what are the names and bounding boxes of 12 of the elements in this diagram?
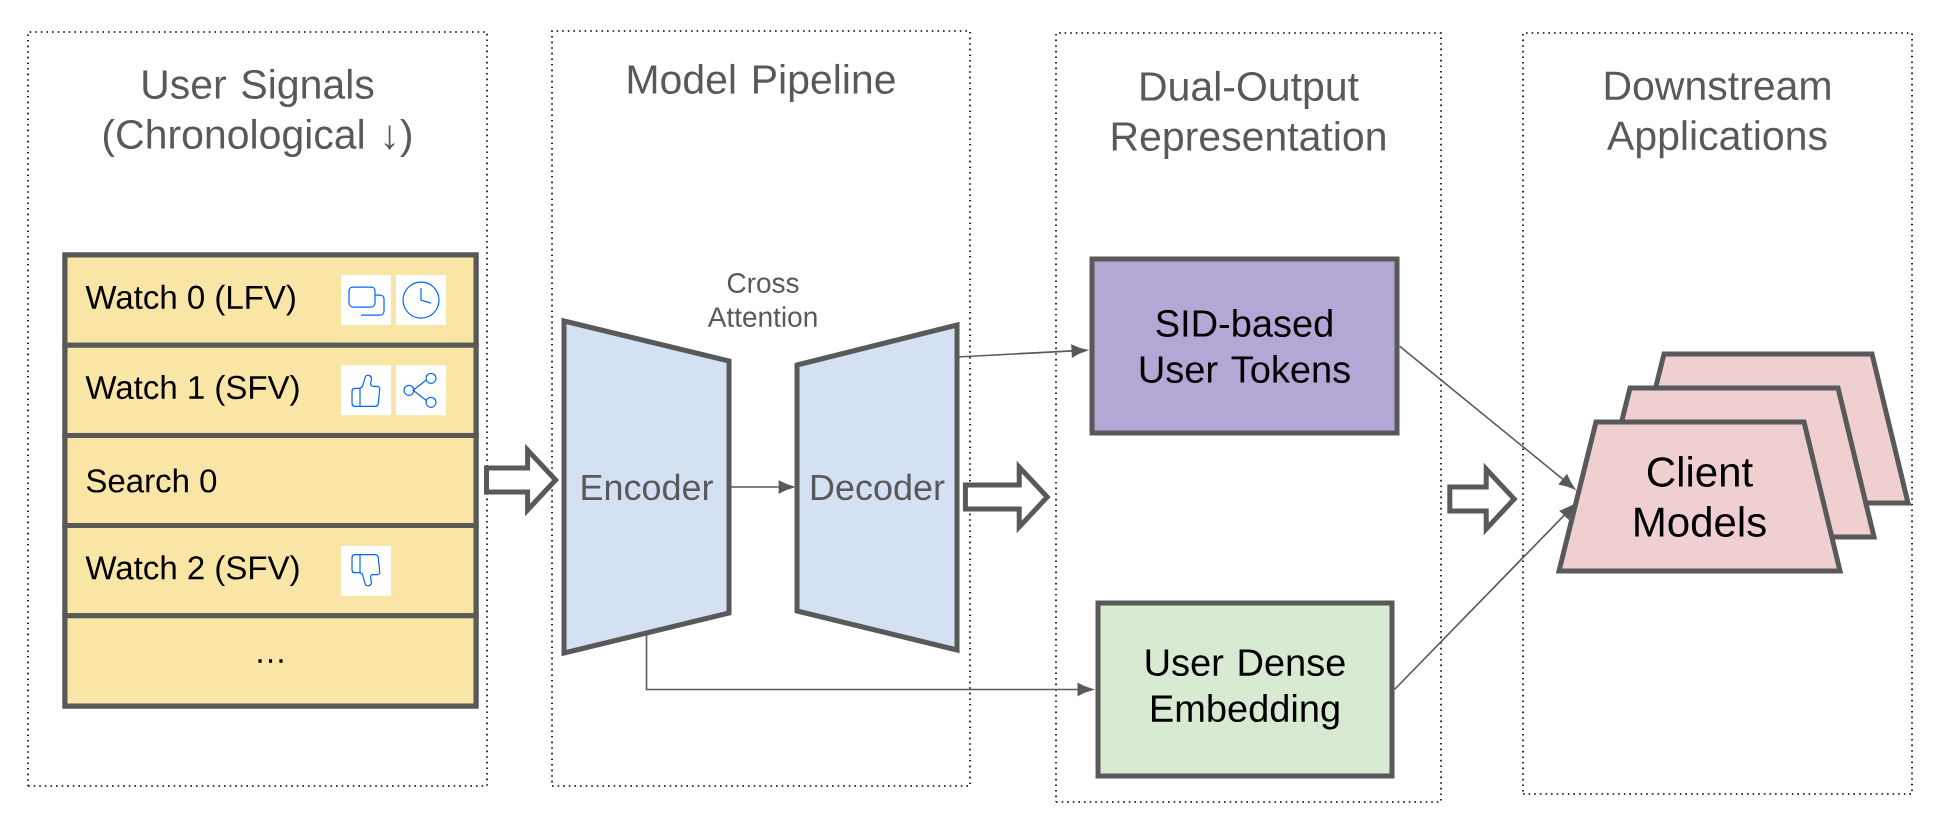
- arrow: [1393, 504, 1576, 691]
- arrow: [956, 344, 1088, 358]
- node-label: Models: [1635, 506, 1766, 537]
- token-box: SID-based User Tokens: [1089, 256, 1400, 436]
- embedding-box: User Dense Embedding: [1095, 600, 1395, 779]
- arrow: [645, 632, 1094, 696]
- node-label: Client: [1647, 456, 1753, 487]
- arrow: [1398, 345, 1575, 490]
- block-arrow: [962, 460, 1051, 534]
- arrow: [728, 480, 795, 494]
- block-arrow: [484, 443, 560, 517]
- block-arrow: [1447, 462, 1518, 536]
